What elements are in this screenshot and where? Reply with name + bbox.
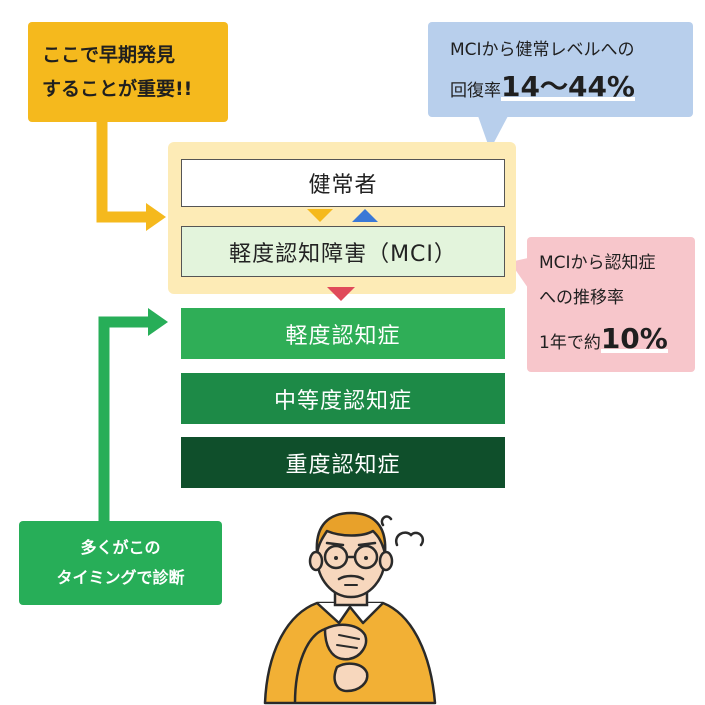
recovery-rate-line1: MCIから健常レベルへの (450, 40, 635, 60)
progression-rate-callout: MCIから認知症 への推移率 1年で約10% (527, 237, 695, 372)
stage-severe-dementia: 重度認知症 (181, 437, 505, 488)
early-detection-callout: ここで早期発見 することが重要!! (28, 22, 228, 122)
stage-healthy: 健常者 (181, 159, 505, 207)
arrow-up-blue (352, 209, 378, 222)
progression-rate-line1: MCIから認知症 (539, 253, 656, 273)
recovery-rate-value: 14～44% (501, 70, 635, 103)
recovery-rate-line2: 回復率14～44% (450, 73, 635, 101)
arrow-down-red (327, 287, 355, 301)
progression-rate-line3: 1年で約10% (539, 325, 668, 353)
stage-mci: 軽度認知障害（MCI） (181, 226, 505, 277)
progression-rate-prefix: 1年で約 (539, 333, 601, 353)
elderly-man-illustration (263, 511, 437, 705)
recovery-rate-callout: MCIから健常レベルへの 回復率14～44% (428, 22, 693, 117)
arrow-down-yellow (307, 209, 333, 222)
early-detection-line2: することが重要!! (42, 78, 193, 100)
diagnosis-timing-line2: タイミングで診断 (56, 568, 185, 587)
stage-mild-dementia: 軽度認知症 (181, 308, 505, 359)
stage-moderate-dementia: 中等度認知症 (181, 373, 505, 424)
diagnosis-timing-callout: 多くがこの タイミングで診断 (19, 521, 222, 605)
diagnosis-timing-line1: 多くがこの (80, 538, 161, 557)
progression-rate-line2: への推移率 (539, 288, 624, 308)
early-detection-line1: ここで早期発見 (42, 44, 176, 66)
recovery-rate-prefix: 回復率 (450, 81, 501, 101)
progression-rate-value: 10% (600, 322, 668, 355)
